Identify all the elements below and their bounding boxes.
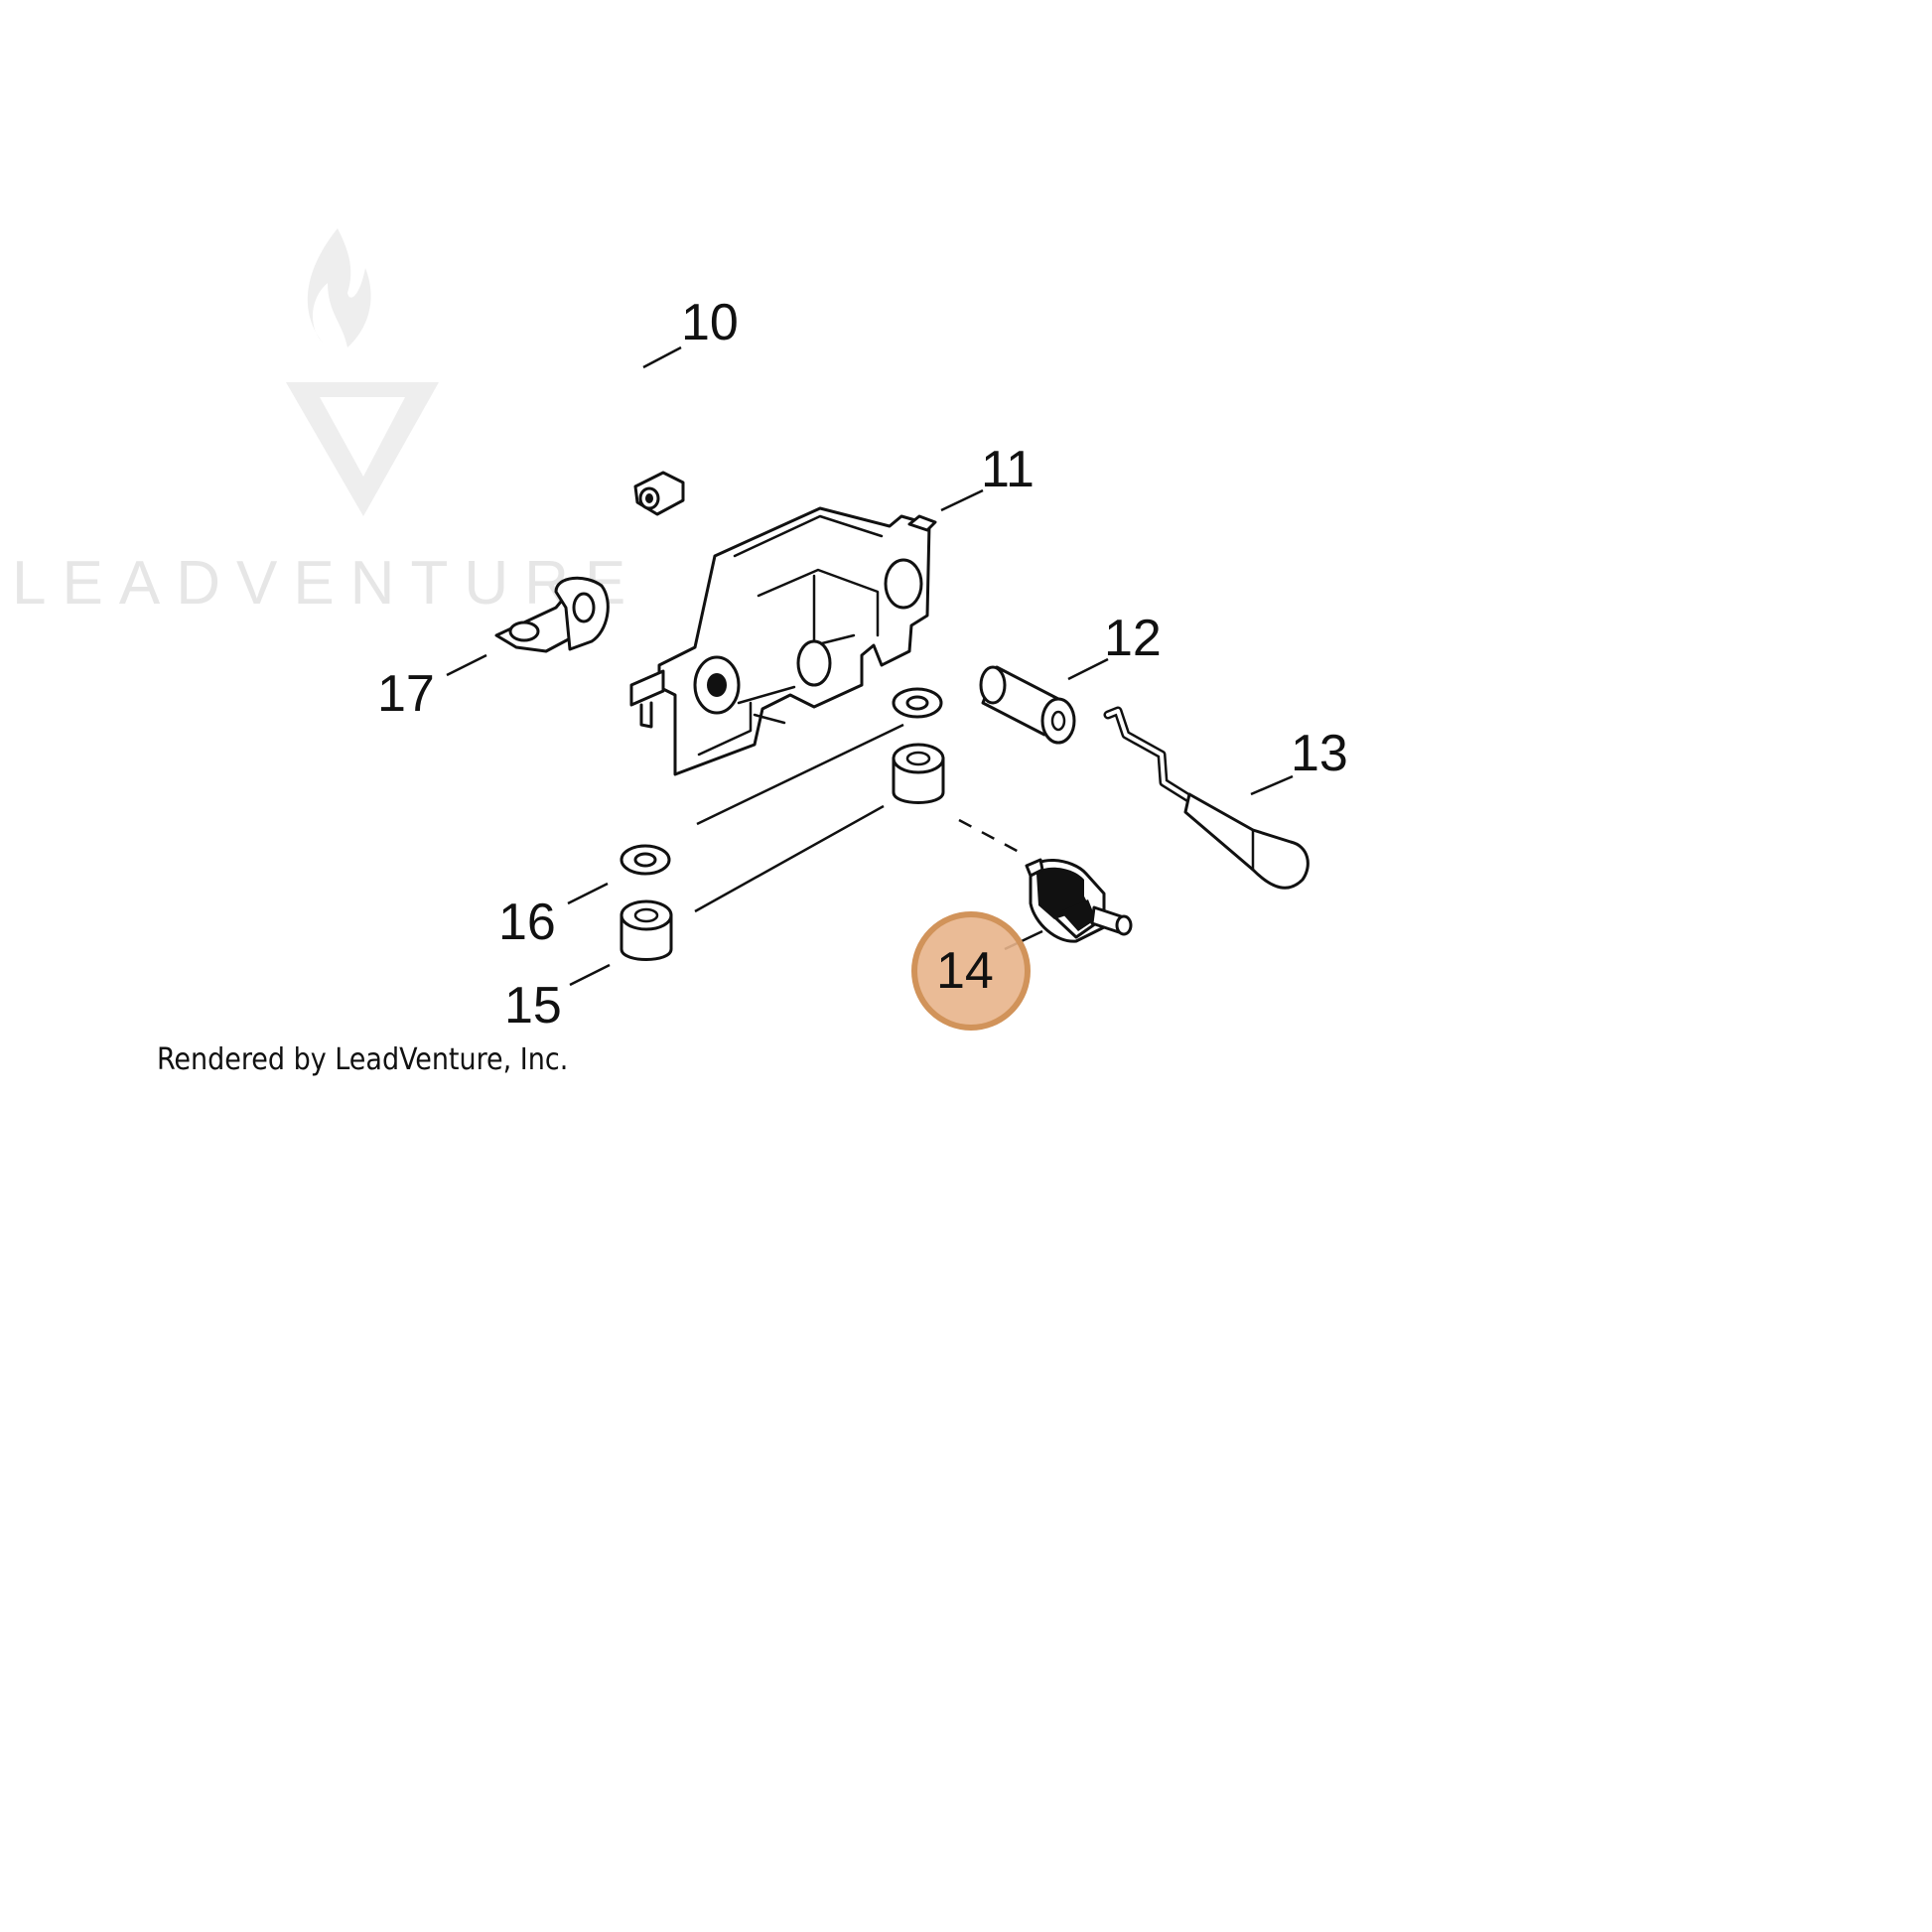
part-15-spacer-upper [892,743,945,804]
watermark-text: LEADVENTURE [12,549,641,618]
part-17-clip [494,576,610,653]
highlight-ring [911,911,1031,1031]
callout-10[interactable]: 10 [681,294,739,351]
part-16-washer-upper [892,687,943,719]
part-10-rod [504,357,685,516]
callout-14[interactable]: 14 [936,942,994,1000]
part-11-bracket [629,506,937,776]
callout-17[interactable]: 17 [377,665,435,723]
callout-15[interactable]: 15 [504,977,562,1035]
callout-13[interactable]: 13 [1291,725,1348,782]
callout-16[interactable]: 16 [498,894,556,951]
part-11-pin [629,669,665,729]
callout-11[interactable]: 11 [981,441,1035,498]
part-14-switch [1025,858,1133,943]
callout-12[interactable]: 12 [1104,610,1162,667]
leader-lines [446,345,1294,987]
part-16-washer-lower [620,844,671,876]
part-10-roller [633,471,685,516]
render-credit: Rendered by LeadVenture, Inc. [157,1042,568,1077]
part-15-spacer-lower [620,899,673,961]
part-13-lever [1103,706,1310,890]
assembly-lines [694,723,1024,913]
watermark: LEADVENTURE [12,228,641,618]
part-12-bushing [979,665,1076,745]
leadventure-flame-v-logo [286,228,439,516]
